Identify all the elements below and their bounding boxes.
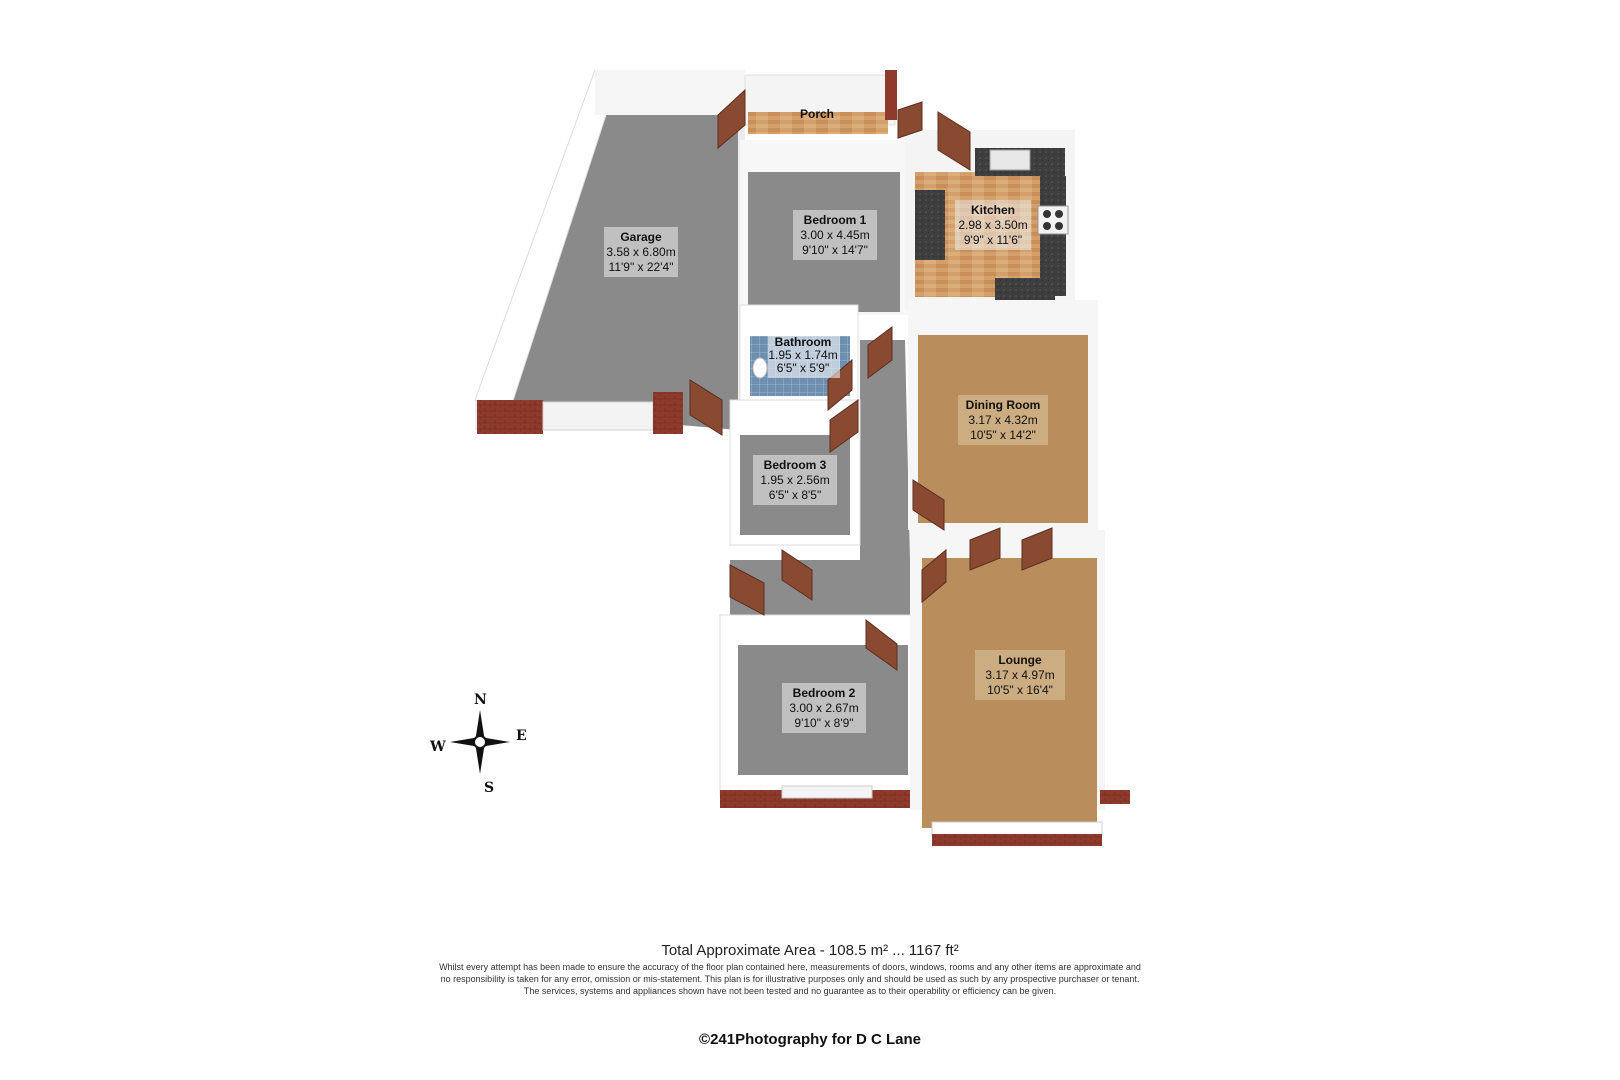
dining-label: Dining Room (966, 398, 1041, 412)
bedroom2-brick (720, 790, 950, 808)
hob-ring (1055, 222, 1063, 230)
door (969, 527, 1001, 571)
bedroom2-imperial: 9'10" x 8'9" (794, 716, 853, 730)
compass-needle-north (475, 710, 485, 742)
garage-metric: 3.58 x 6.80m (606, 245, 675, 259)
compass-rose: N E S W (429, 692, 527, 796)
bedroom2-window (781, 785, 873, 799)
hob-ring (1043, 222, 1051, 230)
garage-label-bg (604, 227, 678, 277)
garage-room (474, 68, 745, 434)
dining-imperial: 10'5" x 14'2" (970, 428, 1036, 442)
garage-door-panel (542, 401, 654, 431)
bedroom1-label: Bedroom 1 (804, 213, 867, 227)
compass-needle-south (475, 742, 485, 774)
porch-pillar (885, 70, 897, 120)
bathroom-imperial: 6'5" x 5'9" (777, 361, 829, 375)
garage-brick-left (477, 400, 543, 434)
bathroom-label: Bathroom (775, 335, 832, 349)
disclaimer: Whilst every attempt has been made to en… (395, 961, 1185, 997)
bedroom3-imperial: 6'5" x 8'5" (769, 488, 821, 502)
door (867, 326, 893, 379)
lounge-bay-wall (931, 821, 1103, 837)
door (912, 479, 945, 531)
compass-needle-west (450, 737, 480, 747)
kitchen-label-bg (955, 200, 1031, 250)
bedroom1-label-bg (793, 210, 877, 260)
kitchen-imperial: 9'9" x 11'6" (964, 233, 1022, 247)
bedroom2-metric: 3.00 x 2.67m (789, 701, 858, 715)
dining-metric: 3.17 x 4.32m (968, 413, 1037, 427)
garage-north-wall (595, 70, 745, 115)
total-area: Total Approximate Area - 108.5 m² ... 11… (661, 942, 959, 959)
disclaimer-line: Whilst every attempt has been made to en… (439, 962, 1141, 972)
door (937, 111, 971, 171)
bedroom3-metric: 1.95 x 2.56m (760, 473, 829, 487)
kitchen-label: Kitchen (971, 203, 1015, 217)
sink (989, 149, 1031, 171)
disclaimer-line: no responsibility is taken for any error… (440, 974, 1140, 984)
hob-ring (1043, 210, 1051, 218)
bathroom-label-bg (768, 334, 840, 378)
hob-ring (1055, 210, 1063, 218)
porch-label: Porch (800, 107, 834, 121)
kitchen-room (905, 130, 1075, 310)
bedroom1-metric: 3.00 x 4.45m (800, 228, 869, 242)
photography-credit: ©241Photography for D C Lane (699, 1031, 921, 1048)
door (897, 101, 923, 139)
lounge-imperial: 10'5" x 16'4" (987, 683, 1053, 697)
kitchen-worktop-west (915, 190, 945, 260)
door (689, 379, 723, 436)
lounge-brick (932, 834, 1102, 846)
hob (1037, 205, 1069, 235)
compass-w: W (429, 739, 446, 755)
door (865, 618, 898, 671)
bedroom2-label: Bedroom 2 (793, 686, 856, 700)
bedroom3-label: Bedroom 3 (764, 458, 827, 472)
garage-imperial: 11'9" x 22'4" (609, 260, 674, 274)
bathroom-metric: 1.95 x 1.74m (768, 348, 837, 362)
disclaimer-line: The services, systems and appliances sho… (523, 986, 1057, 996)
kitchen-metric: 2.98 x 3.50m (958, 218, 1027, 232)
garage-label: Garage (620, 230, 662, 244)
dining-label-bg (958, 395, 1048, 445)
lounge-label-bg (975, 650, 1065, 700)
compass-center (473, 735, 487, 749)
lounge-label: Lounge (998, 653, 1042, 667)
doors (689, 88, 1053, 671)
porch-room (744, 70, 897, 134)
door (921, 548, 947, 604)
porch-floor (748, 112, 888, 134)
bedroom1-imperial: 9'10" x 14'7" (802, 243, 868, 257)
door (781, 549, 813, 601)
bedroom2-label-bg (782, 683, 866, 733)
garage-brick-right (653, 392, 683, 434)
compass-needle-east (480, 737, 510, 747)
compass-n: N (474, 692, 487, 708)
door (827, 358, 853, 412)
kitchen-worktop-east (1040, 176, 1066, 296)
door (1021, 527, 1053, 571)
door (729, 564, 765, 616)
compass-s: S (484, 780, 494, 796)
bedroom3-label-bg (753, 455, 837, 505)
door (717, 88, 746, 150)
room-labels: Garage 3.58 x 6.80m 11'9" x 22'4" Porch … (604, 107, 1065, 733)
compass-e: E (516, 728, 527, 744)
door (829, 399, 859, 453)
toilet (752, 357, 768, 379)
lounge-metric: 3.17 x 4.97m (985, 668, 1054, 682)
lounge-brick-east (1100, 790, 1130, 804)
